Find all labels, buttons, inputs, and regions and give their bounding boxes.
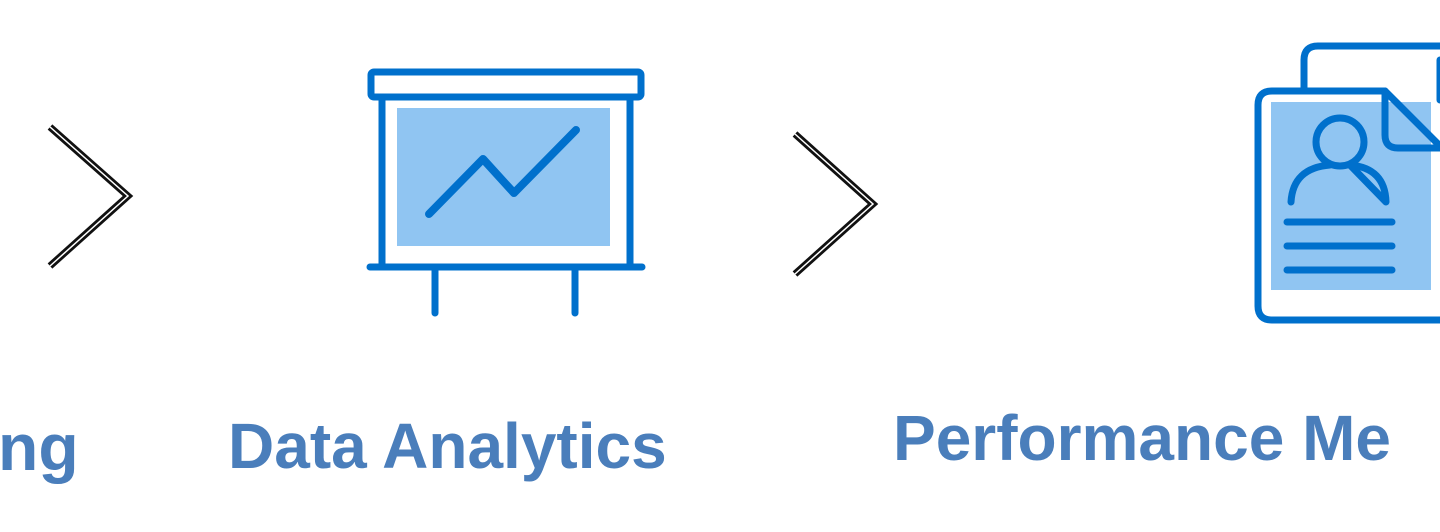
step-label-partial: ng: [0, 410, 79, 484]
profile-document-icon: [1254, 42, 1440, 324]
step-label-performance: Performance Me: [893, 402, 1391, 474]
chevron-right-icon: [47, 124, 134, 269]
presentation-chart-icon: [366, 68, 646, 317]
chevron-right-icon: [792, 131, 879, 277]
step-label-data-analytics: Data Analytics: [228, 410, 667, 482]
